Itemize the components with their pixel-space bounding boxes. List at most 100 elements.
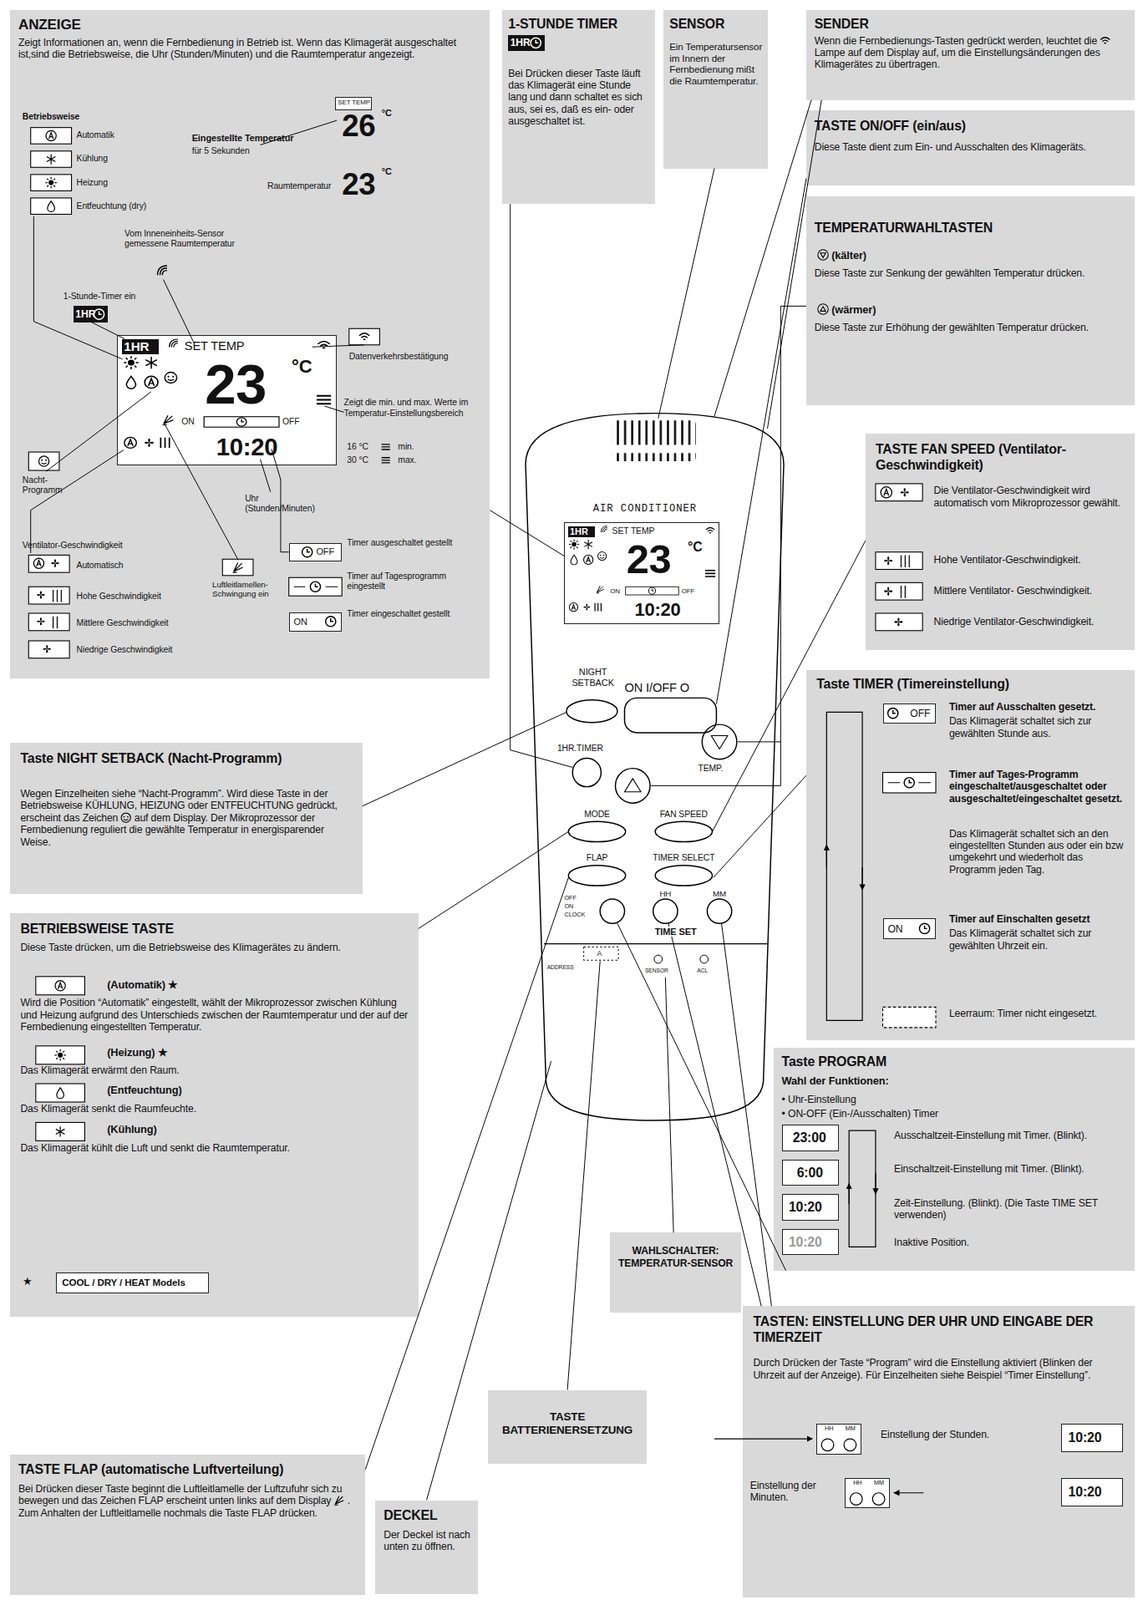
- panel: Taste PROGRAMWahl der Funktionen:• Uhr-E…: [773, 1047, 1135, 1270]
- text: OFF: [681, 587, 696, 595]
- text: Hohe Geschwindigkeit: [76, 591, 162, 601]
- icon-box: [28, 127, 936, 1142]
- label: OFF: [563, 894, 589, 903]
- icon-box: 23:00: [782, 1124, 839, 1152]
- node-text: TASTE FAN SPEED (Ventilator-Geschwindigk…: [875, 441, 1131, 473]
- symbol: [45, 130, 56, 141]
- leader-line: [324, 406, 344, 412]
- node-text: Das Klimagerät schaltet sich zur gewählt…: [949, 927, 1131, 952]
- node-text: ON: [887, 923, 910, 935]
- node-text: Ein Temperatursensor im Innern der Fernb…: [669, 40, 763, 87]
- icon-box: 10:20: [782, 1229, 839, 1256]
- symbol: [900, 585, 905, 599]
- symbol: [45, 177, 56, 188]
- node-text: 10:20: [1068, 1484, 1120, 1501]
- text: OFF: [315, 546, 335, 557]
- text: Einschaltzeit-Einstellung mit Timer. (Bl…: [894, 1163, 1085, 1175]
- text: HH: [824, 1424, 834, 1433]
- text: Ausschaltzeit-Einstellung mit Timer. (Bl…: [894, 1129, 1088, 1142]
- node-text: 23: [204, 350, 307, 417]
- text: Bei Drücken dieser Taste läuft das Klima…: [508, 67, 643, 128]
- text: Niedrige Ventilator-Geschwindigkeit.: [934, 615, 1095, 628]
- symbol: [46, 153, 56, 164]
- text: Diese Taste dient zum Ein- und Ausschalt…: [814, 141, 1087, 153]
- node-text: Inaktive Position.: [894, 1236, 1129, 1249]
- icon-box: COOL / DRY / HEAT Models: [55, 1272, 209, 1293]
- text: Einstellung der Minuten.: [750, 1479, 817, 1504]
- node-text: TASTE FLAP (automatische Luftverteilung): [18, 1462, 361, 1479]
- inline-icon: [817, 248, 829, 261]
- icon-box: SET TEMP: [335, 96, 372, 111]
- label: 1-Stunde-Timer ein: [63, 291, 166, 302]
- node-text: Wegen Einzelheiten siehe “Nacht-Programm…: [20, 787, 352, 849]
- label: °C: [381, 107, 397, 119]
- node-text: Mittlere Ventilator- Geschwindigkeit.: [934, 584, 1128, 597]
- symbol: [883, 556, 893, 565]
- icon-box: [882, 1006, 936, 1027]
- text: ON: [181, 416, 194, 427]
- label: SENSOR: [645, 967, 676, 975]
- leader-line: [712, 540, 866, 832]
- node-text: 10:20: [788, 1199, 839, 1216]
- cycle-arrows: [714, 1437, 813, 1439]
- text: °C: [381, 107, 392, 118]
- text: ★: [22, 1275, 33, 1288]
- icon-box: [35, 1046, 86, 1065]
- text: Automatik: [76, 130, 115, 140]
- icon-box: 6:00: [782, 1159, 839, 1187]
- inline-icon: [1099, 35, 1111, 46]
- icon-box: [28, 640, 70, 659]
- panel: WAHLSCHALTER: TEMPERATUR-SENSOR: [609, 1232, 741, 1312]
- text: Kühlung: [76, 153, 108, 163]
- text: TEMP.: [697, 763, 723, 773]
- text: Timer auf Ausschalten gesetzt.: [949, 701, 1096, 713]
- leader-line: [617, 923, 787, 1270]
- symbol: [900, 487, 910, 497]
- symbol: [849, 1493, 863, 1506]
- text: Ein Temperatursensor im Innern der Fernb…: [669, 40, 762, 87]
- node-text: (Entfeuchtung): [106, 1083, 362, 1097]
- symbol: [38, 456, 49, 467]
- text: 10:20: [216, 432, 278, 461]
- node-text: SET TEMP: [336, 98, 372, 107]
- leader-line: [418, 831, 569, 929]
- symbol: [880, 487, 892, 498]
- text: Wenn die Fernbedienungs-Tasten gedrückt …: [814, 35, 1098, 47]
- label: 1HR.TIMER: [557, 743, 619, 754]
- text: FAN SPEED: [660, 809, 708, 819]
- text: °C: [381, 166, 392, 177]
- leader-line: [567, 960, 600, 1390]
- text: Mittlere Ventilator- Geschwindigkeit.: [934, 584, 1093, 597]
- text: Timer auf Tages-Programm eingeschaltet/a…: [949, 768, 1123, 805]
- icon-box: [30, 151, 72, 168]
- panel: TASTE ON/OFF (ein/aus)Diese Taste dient …: [806, 110, 1135, 186]
- text: Heizung: [76, 177, 108, 188]
- icon-box: 10:20: [782, 1193, 839, 1221]
- text: Nacht-Programm: [22, 475, 63, 495]
- symbol: [55, 1126, 66, 1137]
- text: SENDER: [814, 16, 869, 31]
- node-text: Durch Drücken der Taste “Program” wird d…: [752, 1356, 1126, 1382]
- node-text: SET TEMP: [612, 526, 681, 537]
- remote-control: [624, 697, 717, 733]
- label: max.: [397, 455, 429, 466]
- leader-line: [45, 391, 152, 472]
- label: MM: [709, 889, 730, 900]
- text: für 5 Sekunden: [192, 146, 250, 156]
- symbol: [36, 590, 45, 599]
- node-text: (kälter): [814, 248, 1121, 262]
- remote-control: [568, 865, 625, 886]
- text: Raumtemperatur: [267, 181, 331, 191]
- icon-box: [35, 1083, 86, 1103]
- leader-line: [658, 168, 715, 419]
- remote-control: [566, 700, 618, 723]
- icon-box: [28, 613, 70, 631]
- cycle-arrows: [714, 711, 924, 1493]
- node-text: Das Klimagerät schaltet sich zur gewählt…: [949, 715, 1131, 740]
- text: MM: [712, 889, 727, 899]
- symbol: [33, 37, 931, 1505]
- text: 1HR: [569, 526, 589, 537]
- symbol: [843, 1438, 857, 1452]
- text: 23: [341, 167, 376, 202]
- text: Entfeuchtung (dry): [76, 201, 147, 211]
